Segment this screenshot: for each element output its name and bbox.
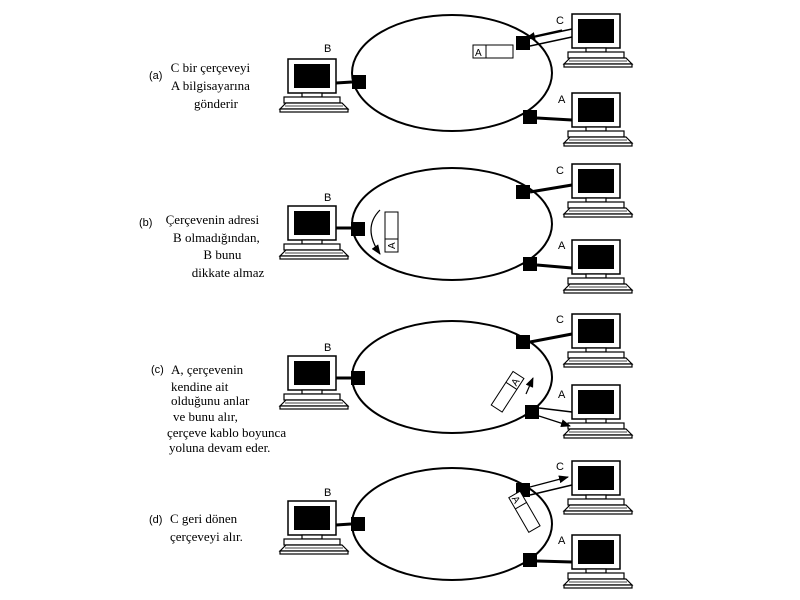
ring-interface-a <box>523 553 537 567</box>
node-label-a: A <box>558 240 566 252</box>
panel-caption: C geri dönen çerçeveyi alır. <box>170 511 243 544</box>
ring-interface-b <box>351 517 365 531</box>
computer-b-icon <box>279 355 349 410</box>
panel-caption: C bir çerçeveyi A bilgisayarına gönderir <box>171 60 254 111</box>
frame-label: A <box>510 376 523 388</box>
frame-label: A <box>475 48 482 59</box>
frame-packet: A <box>508 490 541 534</box>
computer-a-icon <box>563 239 633 294</box>
ring-interface-a <box>523 110 537 124</box>
panel-tag: (d) <box>149 514 162 526</box>
ring-interface-a <box>525 405 539 419</box>
arrow-receive <box>538 415 571 428</box>
computer-a-icon <box>563 92 633 147</box>
panel-caption: A, çerçevenin kendine ait olduğunu anlar… <box>167 362 289 455</box>
computer-c-icon <box>563 13 633 68</box>
node-label-c: C <box>556 165 564 177</box>
node-label-c: C <box>556 314 564 326</box>
panel-b: B C A A (b) Çerçevenin adresi B olmadığı… <box>139 163 633 294</box>
panel-caption: Çerçevenin adresi B olmadığından, B bunu… <box>166 212 265 280</box>
cable-a <box>536 263 573 270</box>
computer-b-icon <box>279 500 349 555</box>
node-label-c: C <box>556 15 564 27</box>
node-label-b: B <box>324 342 331 354</box>
ring-interface-c <box>516 185 530 199</box>
cable-a <box>536 559 573 564</box>
ring-interface-a <box>523 257 537 271</box>
arrow-transmit <box>525 29 563 40</box>
arrow-pass-through <box>370 209 381 255</box>
frame-packet: A <box>490 370 525 413</box>
cable-c <box>529 484 573 496</box>
computer-a-icon <box>563 384 633 439</box>
ring-interface-b <box>351 371 365 385</box>
panel-tag: (b) <box>139 217 152 229</box>
computer-a-icon <box>563 534 633 589</box>
node-label-b: B <box>324 43 331 55</box>
frame-packet: A <box>384 211 399 253</box>
frame-packet: A <box>472 44 514 59</box>
computer-c-icon <box>563 313 633 368</box>
frame-label: A <box>509 494 522 506</box>
computer-c-icon <box>563 163 633 218</box>
computer-c-icon <box>563 460 633 515</box>
cable-c <box>529 28 573 39</box>
frame-label: A <box>387 242 398 249</box>
ring-interface-b <box>351 222 365 236</box>
ring-interface-b <box>352 75 366 89</box>
panel-a: B C A A (a) C bir çerçeveyi A bilgisayar… <box>149 13 633 147</box>
node-label-b: B <box>324 487 331 499</box>
cable-a <box>536 116 573 122</box>
cable-a <box>538 407 573 413</box>
panel-tag: (c) <box>151 364 164 376</box>
ring-cable <box>351 14 553 132</box>
node-label-c: C <box>556 461 564 473</box>
panel-d: B C A A (d) C geri dönen çerçeveyi alır. <box>149 460 633 589</box>
arrow-return <box>529 475 569 488</box>
cable-b <box>335 80 353 85</box>
node-label-a: A <box>558 94 566 106</box>
arrow-continue <box>525 377 534 395</box>
ring-cable <box>351 167 553 281</box>
computer-b-icon <box>279 58 349 113</box>
node-label-a: A <box>558 535 566 547</box>
ring-interface-c <box>516 335 530 349</box>
cable-b <box>335 522 352 527</box>
computer-b-icon <box>279 205 349 260</box>
panel-tag: (a) <box>149 70 162 82</box>
node-label-b: B <box>324 192 331 204</box>
node-label-a: A <box>558 389 566 401</box>
cable-c <box>529 332 573 344</box>
panel-c: B C A A (c) A, çerçevenin kendine ait ol… <box>151 313 633 455</box>
cable-c <box>529 183 573 194</box>
